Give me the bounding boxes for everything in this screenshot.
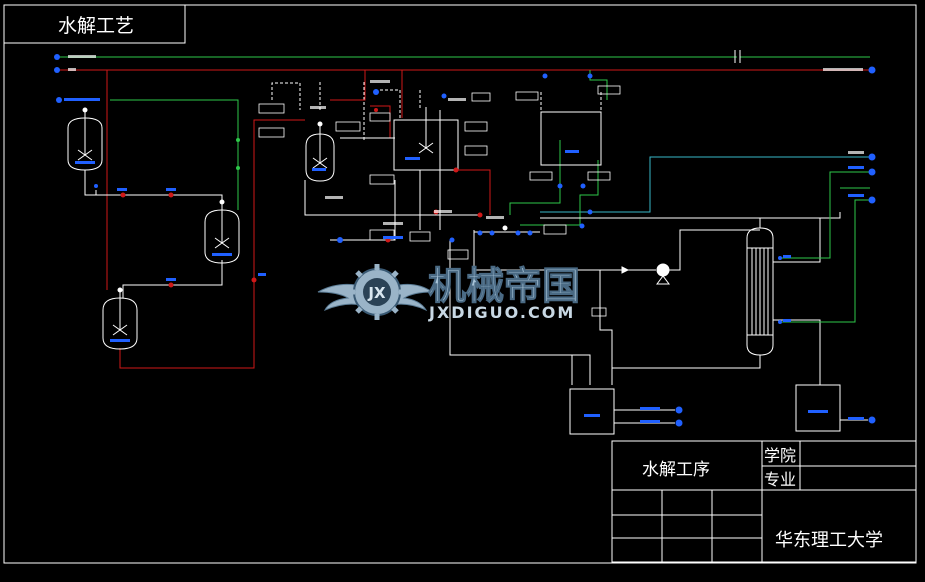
tank-t1 — [393, 107, 459, 171]
title-block — [611, 440, 917, 563]
title-block-process-name: 水解工序 — [642, 460, 710, 480]
instrument-dots-middle — [310, 73, 593, 243]
heat-exchanger-e1 — [611, 218, 821, 385]
left-reactor-train — [66, 70, 290, 369]
drawing-title-box: 水解工艺 — [3, 4, 186, 44]
middle-process-lines — [271, 70, 870, 385]
instruments-left — [56, 97, 266, 288]
vessel-r4 — [305, 121, 335, 182]
title-block-school-label: 学院 — [764, 446, 796, 465]
vessel-r3 — [102, 287, 138, 350]
receiver-tank-v1 — [569, 388, 683, 435]
watermark-logo-letters: JX — [367, 284, 386, 302]
tank-t2 — [540, 92, 602, 166]
watermark-brand-cn: 机械帝国 — [428, 264, 580, 308]
drawing-title: 水解工艺 — [58, 15, 134, 37]
vessel-r2 — [204, 199, 240, 264]
instrument-tags-middle — [258, 85, 621, 317]
vessel-r1 — [67, 107, 103, 171]
pump-p1 — [621, 229, 760, 285]
watermark-logo: JX — [317, 264, 434, 320]
title-block-university: 华东理工大学 — [775, 530, 883, 551]
receiver-tank-v2 — [795, 384, 876, 432]
header-pipelines — [57, 50, 870, 71]
title-block-major-label: 专业 — [764, 470, 796, 489]
watermark-brand-url: JXDIGUO.COM — [428, 303, 575, 322]
drawing-frame — [3, 4, 917, 564]
exchanger-instruments — [778, 151, 876, 324]
header-terminals — [54, 54, 876, 74]
exchanger-cooling-lines — [780, 171, 870, 323]
